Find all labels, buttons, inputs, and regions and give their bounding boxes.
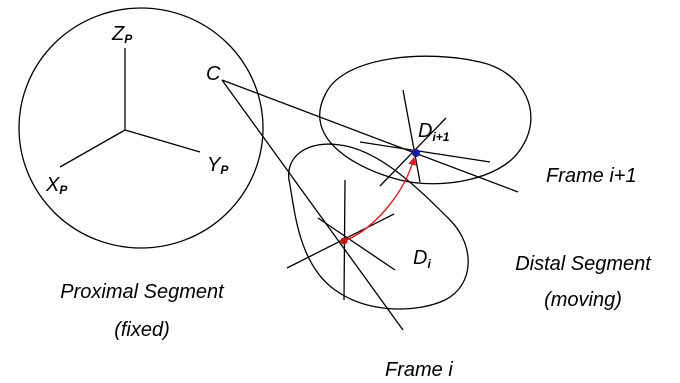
frame-current-outline <box>287 143 469 310</box>
point-d-next-label: Di+1 <box>418 120 450 144</box>
proximal-segment-outline <box>18 7 264 249</box>
frame-current-label: Frame i <box>385 359 453 381</box>
proximal-segment-state: (fixed) <box>114 319 170 341</box>
line-c-to-frame-next <box>221 79 519 193</box>
proximal-segment-title: Proximal Segment <box>60 281 225 303</box>
motion-arrow <box>343 157 417 242</box>
point-d-letter: D <box>413 247 427 269</box>
x-axis-line <box>59 129 126 168</box>
point-d-next-subscript: i+1 <box>432 130 449 144</box>
point-d-subscript: i <box>427 257 431 271</box>
d-axis-3 <box>317 217 396 271</box>
point-c-label: C <box>206 63 221 85</box>
y-axis-letter: Y <box>207 154 222 176</box>
distal-segment-title: Distal Segment <box>515 253 652 275</box>
y-axis-subscript: P <box>220 163 229 177</box>
point-d-marker <box>340 237 348 245</box>
distal-segment-state: (moving) <box>544 289 622 311</box>
point-d-next-letter: D <box>418 120 432 142</box>
point-d-next-marker <box>412 149 420 157</box>
y-axis-label: YP <box>207 154 229 177</box>
point-d-label: Di <box>413 247 431 271</box>
z-axis-label: ZP <box>111 23 133 46</box>
d-next-axis-1 <box>359 141 491 163</box>
x-axis-label: XP <box>45 174 68 197</box>
line-c-to-frame-current <box>221 79 404 331</box>
x-axis-subscript: P <box>59 183 68 197</box>
frame-next-label: Frame i+1 <box>546 165 637 187</box>
y-axis-line <box>124 129 201 153</box>
frame-next-outline <box>319 55 532 185</box>
x-axis-letter: X <box>45 174 60 196</box>
z-axis-subscript: P <box>124 32 133 46</box>
d-next-axis-2 <box>402 89 421 183</box>
z-axis-letter: Z <box>111 23 125 45</box>
